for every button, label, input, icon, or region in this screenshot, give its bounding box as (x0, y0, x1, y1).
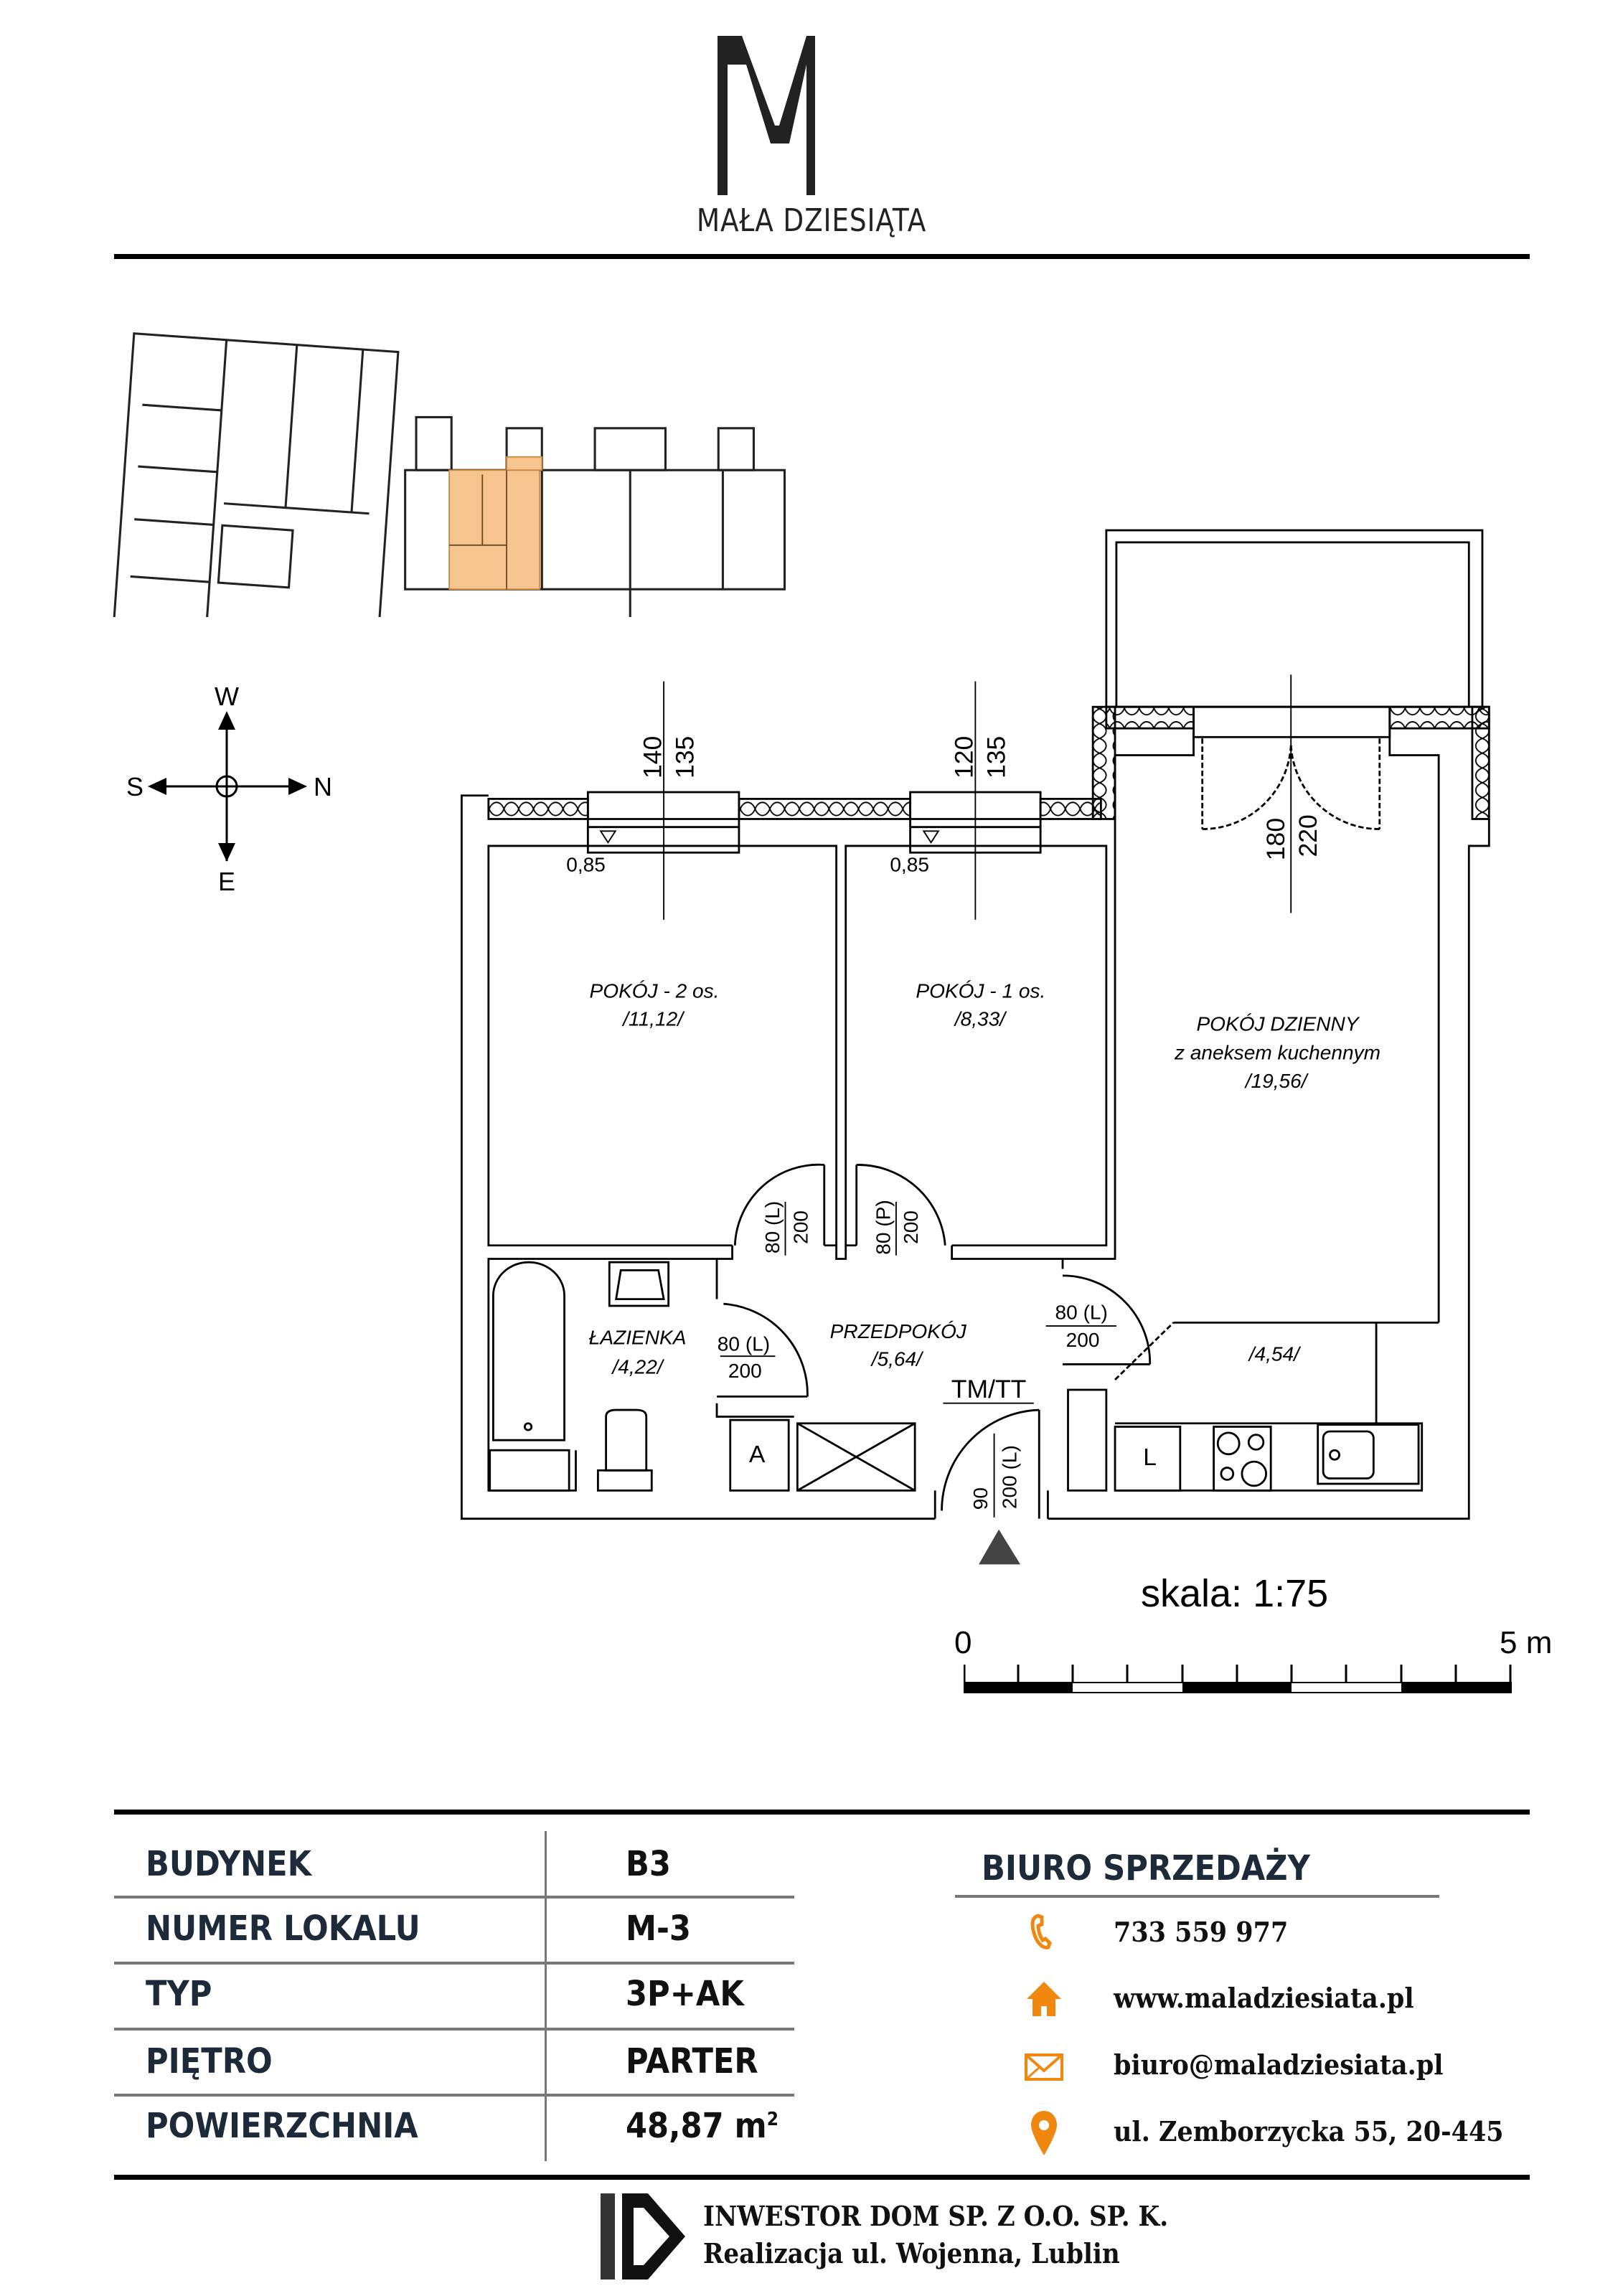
kitchen-sink (1317, 1424, 1420, 1485)
stove (1213, 1426, 1272, 1492)
room-name: POKÓJ DZIENNY (1196, 1012, 1360, 1035)
scale-bar (963, 1665, 1512, 1693)
door-room-1 (855, 1164, 946, 1246)
compass-north: N (314, 772, 332, 801)
table-row-divider (114, 1896, 794, 1899)
phone-icon (1022, 1910, 1065, 1953)
room-area: /4,54/ (1248, 1343, 1302, 1365)
appliance-l-label: L (1143, 1444, 1157, 1471)
detail-label: BUDYNEK (146, 1844, 312, 1884)
company-name: INWESTOR DOM SP. Z O.O. SP. K. (703, 2200, 1169, 2232)
sales-title-underline (955, 1895, 1439, 1898)
table-column-divider (545, 1831, 547, 2161)
window-width: 180 (1261, 818, 1290, 860)
door-width: 80 (L) (1055, 1302, 1108, 1324)
room-name: PRZEDPOKÓJ (830, 1320, 967, 1342)
door-width: 80 (L) (761, 1201, 784, 1253)
id-logo-mark (601, 2193, 685, 2279)
detail-label: NUMER LOKALU (146, 1909, 420, 1949)
room-area: /8,33/ (954, 1008, 1007, 1030)
compass-west: W (215, 682, 239, 711)
area-unit-exponent: 2 (766, 2109, 778, 2130)
door-room-2 (733, 1163, 826, 1246)
washbasin (608, 1261, 670, 1307)
phone-number[interactable]: 733 559 977 (1114, 1916, 1289, 1948)
detail-label: TYP (146, 1974, 212, 2014)
window-height: 135 (670, 736, 699, 778)
location-pin-icon (1022, 2108, 1065, 2158)
door-living (1063, 1274, 1152, 1365)
floor-plan-drawing: POKÓJ - 2 os. /11,12/ POKÓJ - 1 os. /8,3… (460, 529, 1490, 1565)
detail-label: POWIERZCHNIA (146, 2106, 418, 2146)
room-area: /4,22/ (611, 1356, 664, 1378)
balcony-door (1201, 738, 1381, 830)
investor-logo (599, 2192, 689, 2282)
door-bathroom (717, 1302, 809, 1398)
room-area: /19,56/ (1244, 1070, 1309, 1092)
scale-start: 0 (954, 1625, 972, 1660)
shaft (796, 1422, 916, 1492)
balcony (1105, 529, 1484, 708)
window-height: 220 (1294, 814, 1322, 857)
scale-label: skala: 1:75 (1141, 1572, 1329, 1615)
detail-value: 3P+AK (626, 1974, 744, 2014)
door-width: 80 (P) (872, 1200, 895, 1254)
appliance-a (729, 1418, 790, 1492)
compass: W E S N (122, 671, 337, 900)
md-logo-mark (718, 36, 880, 195)
scale-end: 5 m (1500, 1625, 1553, 1660)
header-divider (114, 254, 1530, 259)
room-area: /11,12/ (621, 1008, 685, 1030)
compass-rose-icon: W E S N (126, 682, 332, 896)
window-width: 140 (638, 736, 667, 778)
detail-value: PARTER (626, 2041, 758, 2081)
appliance-a-label: A (749, 1441, 766, 1468)
room-name: ŁAZIENKA (589, 1326, 687, 1348)
floor-plan: POKÓJ - 2 os. /11,12/ POKÓJ - 1 os. /8,3… (445, 517, 1492, 1571)
details-top-divider (114, 1810, 1530, 1815)
brand-name: MAŁA DZIESIĄTA (696, 202, 927, 239)
detail-value: M-3 (626, 1909, 691, 1949)
door-height: 200 (789, 1210, 812, 1244)
room-subtitle: z aneksem kuchennym (1174, 1042, 1380, 1064)
project-location: Realizacja ul. Wojenna, Lublin (703, 2237, 1120, 2269)
door-height: 200 (728, 1360, 762, 1382)
window-sill-height: 0,85 (890, 853, 929, 875)
sales-title: BIURO SPRZEDAŻY (982, 1848, 1310, 1888)
footer-divider (114, 2175, 1530, 2180)
door-height: 200 (1066, 1329, 1100, 1351)
home-icon (1022, 1977, 1065, 2020)
window-width: 120 (950, 736, 979, 778)
shaft-label: TM/TT (951, 1375, 1027, 1403)
area-value: 48,87 m (626, 2106, 767, 2146)
door-width: 80 (L) (718, 1333, 770, 1355)
mail-icon (1022, 2045, 1065, 2088)
fridge (1114, 1426, 1182, 1492)
highlighted-unit (448, 469, 541, 591)
room-name: POKÓJ - 1 os. (916, 979, 1045, 1002)
entrance-door (941, 1408, 1040, 1519)
door-width: 90 (969, 1487, 992, 1510)
room-area: /5,64/ (870, 1347, 924, 1370)
md-logo (718, 36, 980, 195)
detail-value: 48,87 m2 (626, 2106, 778, 2146)
window-sill-height: 0,85 (566, 853, 606, 875)
window-height: 135 (982, 736, 1011, 778)
room-name: POKÓJ - 2 os. (590, 979, 720, 1002)
door-height: 200 (900, 1210, 922, 1244)
detail-label: PIĘTRO (146, 2041, 273, 2081)
door-height: 200 (L) (998, 1445, 1020, 1509)
address: ul. Zemborzycka 55, 20-445 (1114, 2115, 1504, 2147)
email-link[interactable]: biuro@maladziesiata.pl (1114, 2048, 1444, 2081)
toilet (605, 1408, 648, 1472)
compass-south: S (126, 772, 144, 801)
detail-value: B3 (626, 1844, 671, 1884)
table-row-divider (114, 2028, 794, 2031)
table-row-divider (114, 2094, 794, 2097)
entrance-marker-icon (979, 1529, 1021, 1565)
bathtub (491, 1261, 565, 1441)
website-link[interactable]: www.maladziesiata.pl (1114, 1982, 1414, 2014)
table-row-divider (114, 1962, 794, 1965)
compass-east: E (218, 867, 235, 896)
